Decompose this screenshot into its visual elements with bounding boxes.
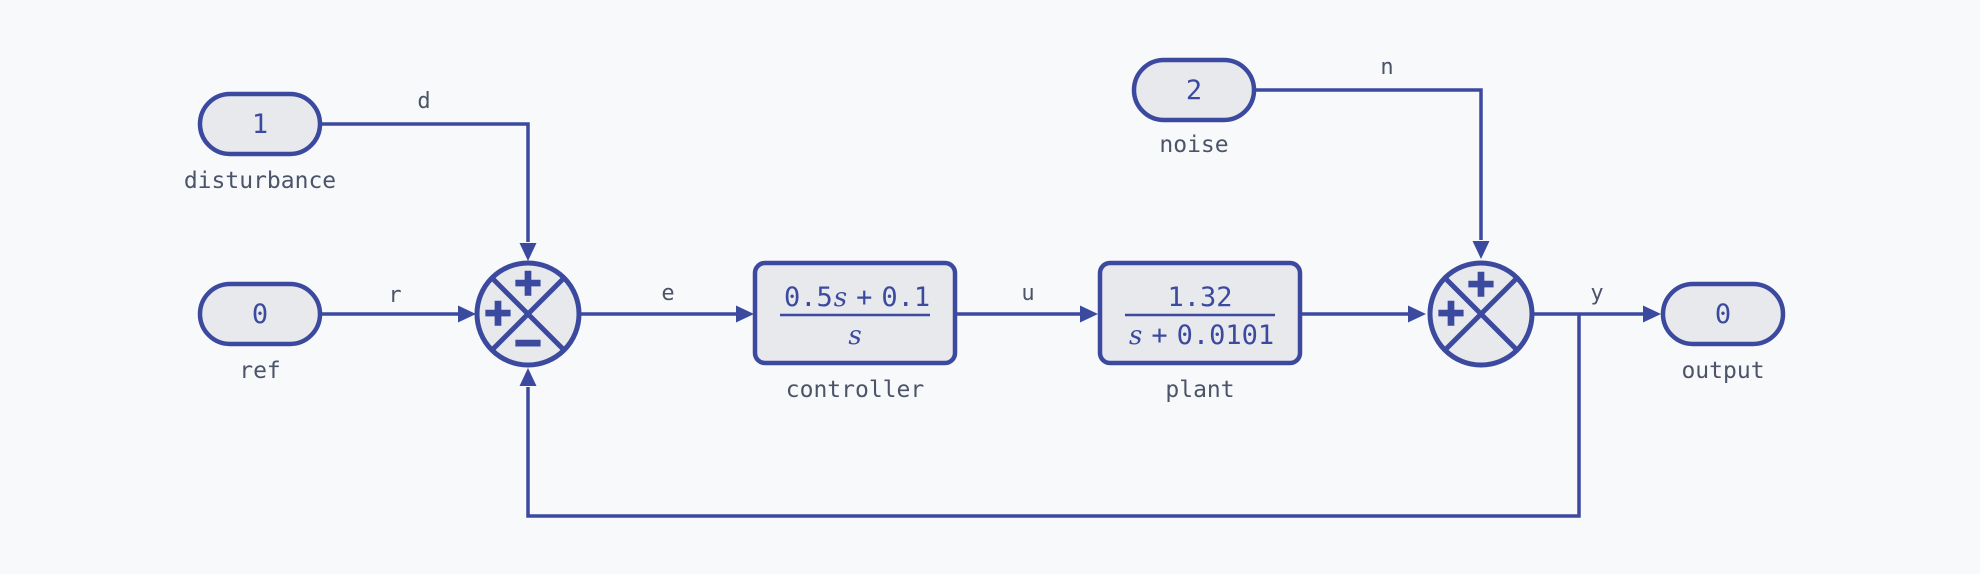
sum-junction-2[interactable]: + + — [1427, 257, 1535, 368]
signal-label-y: y — [1590, 281, 1603, 306]
disturbance-pill[interactable] — [197, 91, 323, 157]
arrowhead-right-icon — [736, 305, 754, 323]
arrowhead-right-icon — [1643, 305, 1661, 323]
sum-junction-1[interactable]: + + − — [474, 256, 582, 369]
ref-value: 0 — [252, 299, 268, 330]
signal-label-r: r — [388, 283, 401, 308]
controller-tf-denominator: s — [848, 321, 861, 351]
disturbance-label: disturbance — [184, 168, 336, 194]
wire-disturbance — [320, 122, 530, 242]
wire-feedback — [526, 314, 1581, 518]
ref-pill[interactable] — [197, 281, 323, 347]
controller-tf-numerator: 0.5s+0.1 — [784, 282, 930, 313]
arrowhead-down-icon — [1472, 241, 1490, 259]
arrowhead-down-icon — [519, 243, 537, 261]
minus-icon: − — [515, 317, 542, 368]
plus-icon: + — [1468, 258, 1495, 309]
output-node[interactable]: 0 output — [1660, 281, 1786, 384]
noise-node[interactable]: 2 noise — [1131, 57, 1257, 158]
noise-value: 2 — [1186, 75, 1202, 106]
plus-icon: + — [515, 257, 542, 308]
plant-tf-numerator: 1.32 — [1167, 282, 1232, 313]
plant-tf-denominator: s+0.0101 — [1129, 320, 1274, 351]
output-value: 0 — [1715, 299, 1731, 330]
plant-block[interactable]: 1.32 s+0.0101 — [1097, 260, 1303, 366]
ref-label: ref — [239, 358, 281, 384]
wires — [320, 88, 1661, 518]
noise-pill[interactable] — [1131, 57, 1257, 123]
plus-icon: + — [1438, 287, 1465, 338]
controller-block[interactable]: 0.5s+0.1 s — [752, 260, 958, 366]
wire-noise — [1254, 88, 1483, 240]
signal-label-n: n — [1380, 55, 1393, 80]
arrowhead-right-icon — [1408, 305, 1426, 323]
controller-label: controller — [786, 377, 924, 403]
arrowhead-up-icon — [519, 368, 537, 386]
ref-node[interactable]: 0 ref — [197, 281, 323, 384]
output-label: output — [1681, 358, 1764, 384]
arrowhead-right-icon — [1080, 305, 1098, 323]
signal-label-e: e — [661, 281, 674, 306]
plus-icon: + — [485, 287, 512, 338]
plant-rect[interactable] — [1097, 260, 1303, 366]
sum1-cross-icon — [490, 276, 566, 352]
plant-label: plant — [1165, 377, 1234, 403]
signal-label-u: u — [1021, 281, 1034, 306]
signal-label-d: d — [417, 89, 430, 114]
output-pill[interactable] — [1660, 281, 1786, 347]
noise-label: noise — [1159, 132, 1228, 158]
disturbance-value: 1 — [252, 109, 268, 140]
arrowhead-right-icon — [458, 305, 476, 323]
sum2-cross-icon — [1443, 276, 1519, 352]
disturbance-node[interactable]: 1 disturbance — [184, 91, 336, 194]
controller-rect[interactable] — [752, 260, 958, 366]
